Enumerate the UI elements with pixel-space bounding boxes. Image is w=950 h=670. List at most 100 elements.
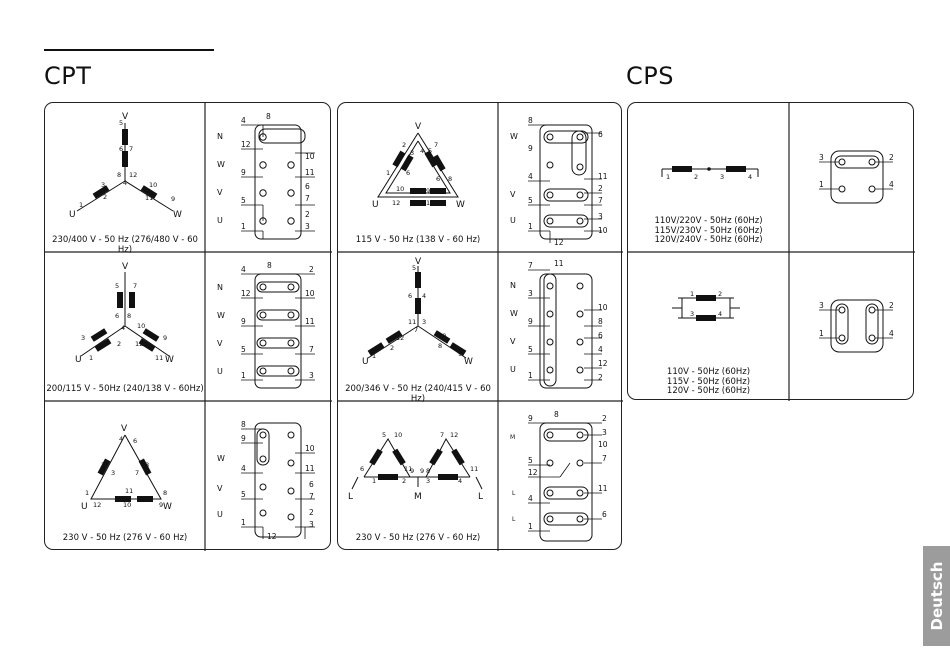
svg-text:U: U [510,365,516,374]
svg-text:7: 7 [309,492,314,501]
svg-text:8: 8 [528,116,533,125]
svg-text:2: 2 [117,340,121,348]
svg-text:2: 2 [305,210,310,219]
svg-text:2: 2 [889,301,894,310]
svg-text:4: 4 [420,147,424,155]
svg-text:2: 2 [402,477,406,485]
svg-text:N: N [217,283,223,292]
parallel-caption: 110V - 50Hz (60Hz) 115V - 50Hz (60Hz) 12… [628,367,789,397]
delta-caption-1: 115 V - 50 Hz (138 V - 60 Hz) [355,235,481,245]
svg-text:U: U [217,367,223,376]
svg-text:2: 2 [602,414,607,423]
svg-text:1: 1 [528,222,533,231]
svg-text:6: 6 [408,292,412,300]
svg-text:5: 5 [528,196,533,205]
svg-text:11: 11 [426,199,434,207]
svg-text:2: 2 [101,461,105,469]
svg-text:6: 6 [119,145,123,153]
svg-text:2: 2 [402,141,406,149]
svg-text:7: 7 [309,345,314,354]
svg-text:9: 9 [420,467,424,475]
panel-grid-lines [45,103,332,551]
svg-text:U: U [75,355,82,365]
svg-text:4: 4 [241,464,246,473]
svg-text:9: 9 [458,350,462,358]
svg-text:V: V [217,339,223,348]
svg-text:1: 1 [528,371,533,380]
svg-text:2: 2 [889,153,894,162]
svg-text:1: 1 [528,522,533,531]
svg-text:4: 4 [121,324,125,332]
svg-text:U: U [81,502,88,512]
svg-text:V: V [510,337,516,346]
svg-text:V: V [217,484,223,493]
svg-text:9: 9 [426,187,430,195]
svg-text:12: 12 [129,171,137,179]
svg-text:7: 7 [602,454,607,463]
parallel-caption-line-2: 115V - 50Hz (60Hz) [666,376,751,387]
svg-text:12: 12 [241,289,251,298]
svg-text:6: 6 [133,437,137,445]
svg-text:3: 3 [410,149,414,157]
svg-text:10: 10 [123,501,131,509]
svg-text:1: 1 [241,371,246,380]
svg-text:7: 7 [414,326,418,334]
svg-text:9: 9 [528,317,533,326]
svg-text:1: 1 [89,354,93,362]
svg-text:10: 10 [598,440,608,449]
svg-text:U: U [217,510,223,519]
svg-text:12: 12 [396,334,404,342]
svg-text:3: 3 [819,153,824,162]
svg-text:6: 6 [115,312,119,320]
double-delta-caption: 230 V - 50 Hz (276 V - 60 Hz) [355,533,481,543]
svg-text:8: 8 [554,410,559,419]
series-caption: 110V/220V - 50Hz (60Hz) 115V/230V - 50Hz… [628,216,789,246]
svg-text:4: 4 [422,292,426,300]
svg-text:3: 3 [309,371,314,380]
svg-text:L: L [512,516,516,523]
svg-text:7: 7 [598,196,603,205]
svg-text:4: 4 [241,265,246,274]
svg-text:8: 8 [598,317,603,326]
svg-text:11: 11 [598,172,608,181]
svg-text:8: 8 [163,489,167,497]
svg-text:11: 11 [470,465,478,473]
svg-text:8: 8 [266,112,271,121]
language-tab-label: Deutsch [927,561,946,631]
svg-text:1: 1 [372,477,376,485]
svg-text:U: U [69,210,76,220]
svg-text:11: 11 [155,354,163,362]
svg-text:9: 9 [241,317,246,326]
svg-text:12: 12 [450,431,458,439]
svg-text:5: 5 [241,345,246,354]
svg-text:10: 10 [305,152,315,161]
svg-text:5: 5 [241,196,246,205]
svg-text:12: 12 [267,532,277,541]
panel-grid-lines-3 [628,103,915,401]
svg-text:5: 5 [241,490,246,499]
svg-text:9: 9 [528,414,533,423]
svg-text:U: U [510,216,516,225]
svg-text:3: 3 [528,289,533,298]
svg-text:3: 3 [598,212,603,221]
svg-text:L: L [478,492,483,502]
svg-text:4: 4 [718,310,722,318]
svg-text:12: 12 [598,359,608,368]
svg-text:8: 8 [241,420,246,429]
heading-cps: CPS [626,62,674,90]
svg-text:7: 7 [440,431,444,439]
svg-text:10: 10 [149,181,157,189]
svg-text:10: 10 [396,185,404,193]
svg-text:1: 1 [666,173,670,181]
parallel-caption-line-1: 110V - 50Hz (60Hz) [666,367,751,377]
svg-text:6: 6 [598,130,603,139]
